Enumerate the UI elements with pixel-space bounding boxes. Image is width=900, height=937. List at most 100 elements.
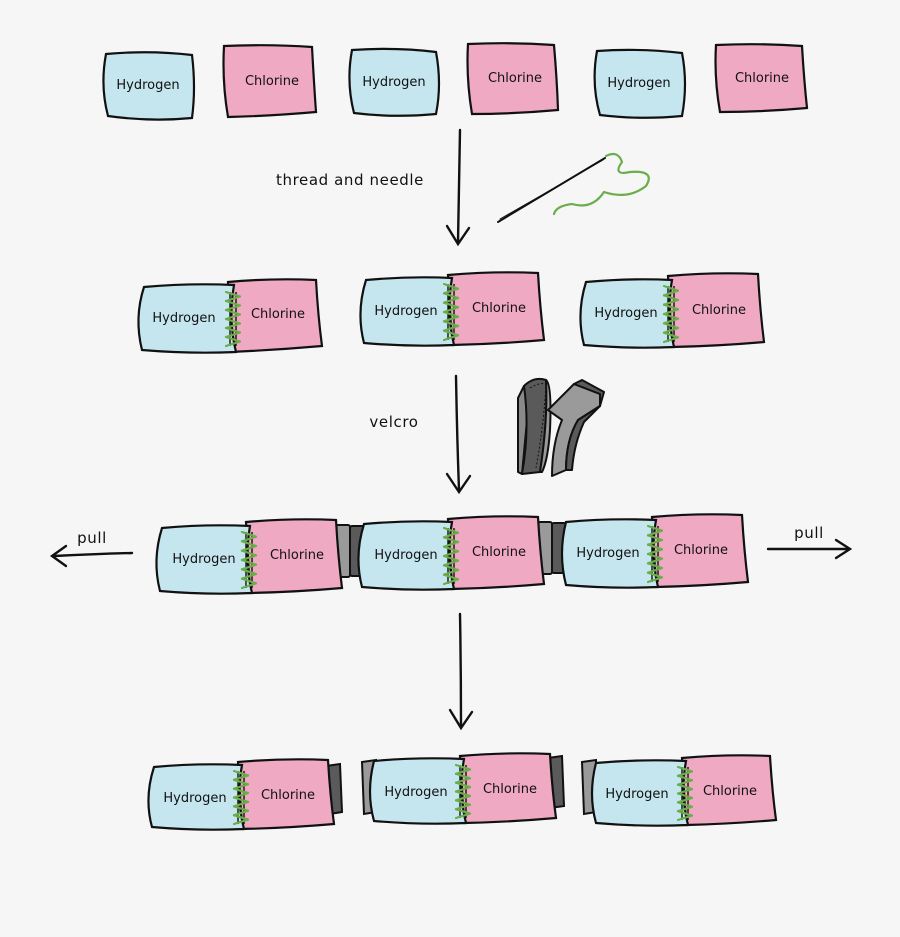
- stitch: [224, 335, 242, 348]
- hydrogen-atom: Hydrogen: [593, 48, 687, 119]
- stitch: [232, 778, 250, 790]
- stitch: [442, 564, 460, 576]
- stitches: [646, 524, 664, 584]
- stitch: [442, 329, 460, 342]
- stitch: [232, 787, 250, 799]
- chlorine-label: Chlorine: [472, 301, 526, 316]
- chlorine-label: Chlorine: [488, 71, 542, 86]
- seam-line: [681, 767, 689, 820]
- chlorine-label: Chlorine: [674, 543, 728, 558]
- stitches: [442, 282, 460, 342]
- hydrogen-label: Hydrogen: [576, 546, 639, 561]
- seam-line: [447, 284, 455, 340]
- stitch: [224, 317, 242, 330]
- hydrogen-atom: Hydrogen: [102, 51, 196, 121]
- row-sewn-molecules: Hydrogen Chlorine Hydrogen Chlorine Hydr…: [137, 271, 766, 354]
- stitch: [240, 577, 258, 590]
- seam-line: [245, 532, 253, 588]
- stitch: [676, 801, 694, 813]
- molecule: Hydrogen Chlorine: [155, 518, 344, 595]
- pull-left-label: pull: [77, 529, 107, 547]
- molecule: Hydrogen Chlorine: [590, 754, 778, 827]
- stitch: [442, 536, 460, 548]
- hydrogen-label: Hydrogen: [163, 791, 226, 806]
- molecule: Hydrogen Chlorine: [579, 272, 766, 349]
- stitch: [442, 573, 460, 586]
- stitch: [646, 534, 664, 546]
- molecule: Hydrogen Chlorine: [147, 758, 336, 831]
- stitch: [454, 772, 472, 784]
- stitches: [224, 290, 242, 348]
- stitch: [240, 568, 258, 580]
- chlorine-label: Chlorine: [483, 782, 537, 797]
- molecule: Hydrogen Chlorine: [560, 513, 750, 589]
- hydrogen-label: Hydrogen: [374, 304, 437, 319]
- row-pulled-apart: Hydrogen Chlorine Hydrogen Chlorine Hydr…: [147, 752, 778, 831]
- chlorine-label: Chlorine: [245, 74, 299, 89]
- stitch: [676, 774, 694, 786]
- stitch: [442, 282, 460, 295]
- stitch: [442, 545, 460, 558]
- stitches: [454, 763, 472, 820]
- stitch: [646, 571, 664, 584]
- stitch: [442, 526, 460, 539]
- stitch: [646, 562, 664, 574]
- hydrogen-label: Hydrogen: [362, 75, 425, 90]
- stitch: [454, 808, 472, 820]
- stitch: [662, 294, 680, 306]
- stitch: [662, 284, 680, 297]
- chlorine-atom: Chlorine: [714, 43, 809, 114]
- stitch: [442, 301, 460, 314]
- chlorine-label: Chlorine: [472, 545, 526, 560]
- seam-line: [229, 292, 237, 346]
- stitch: [240, 549, 258, 562]
- chlorine-atom: Chlorine: [466, 42, 560, 116]
- seam-line: [459, 765, 467, 818]
- pull-right-label: pull: [794, 524, 824, 542]
- stitch: [662, 322, 680, 334]
- stitch: [646, 543, 664, 556]
- chlorine-label: Chlorine: [735, 71, 789, 86]
- stitch: [240, 558, 258, 571]
- stitches: [442, 526, 460, 586]
- row-separate-atoms: Hydrogen Chlorine Hydrogen Chlorine Hydr…: [102, 42, 809, 121]
- stitch: [662, 312, 680, 325]
- hydrogen-label: Hydrogen: [594, 306, 657, 321]
- hydrogen-label: Hydrogen: [384, 785, 447, 800]
- hydrogen-label: Hydrogen: [172, 552, 235, 567]
- stitch: [646, 552, 664, 565]
- thread-and-needle-label: thread and needle: [276, 171, 424, 189]
- velcro-icon: [517, 377, 605, 477]
- stitches: [232, 769, 250, 826]
- seam-line: [447, 528, 455, 584]
- stitch: [662, 331, 680, 344]
- stitch: [240, 540, 258, 552]
- stitches: [676, 765, 694, 822]
- stitch: [662, 303, 680, 316]
- arrow-down-icon: [448, 612, 474, 731]
- seam-line: [651, 526, 659, 582]
- seam-line: [237, 771, 245, 824]
- stitches: [240, 530, 258, 590]
- arrow-left-icon: [49, 544, 134, 568]
- arrow-right-icon: [766, 538, 853, 560]
- hydrogen-label: Hydrogen: [605, 787, 668, 802]
- stitch: [240, 530, 258, 543]
- stitch: [232, 796, 250, 808]
- hydrogen-label: Hydrogen: [152, 311, 215, 326]
- stitch: [442, 292, 460, 304]
- chlorine-label: Chlorine: [251, 307, 305, 322]
- hydrogen-label: Hydrogen: [116, 78, 179, 93]
- stitch: [454, 799, 472, 811]
- stitch: [442, 320, 460, 332]
- hydrogen-atom: Hydrogen: [348, 47, 441, 117]
- stitch: [232, 814, 250, 826]
- chlorine-atom: Chlorine: [222, 44, 318, 119]
- molecule: Hydrogen Chlorine: [359, 271, 546, 347]
- hydrogen-label: Hydrogen: [374, 548, 437, 563]
- stitch: [232, 805, 250, 817]
- stitch: [224, 308, 242, 321]
- stitch: [224, 326, 242, 339]
- stitch: [676, 792, 694, 804]
